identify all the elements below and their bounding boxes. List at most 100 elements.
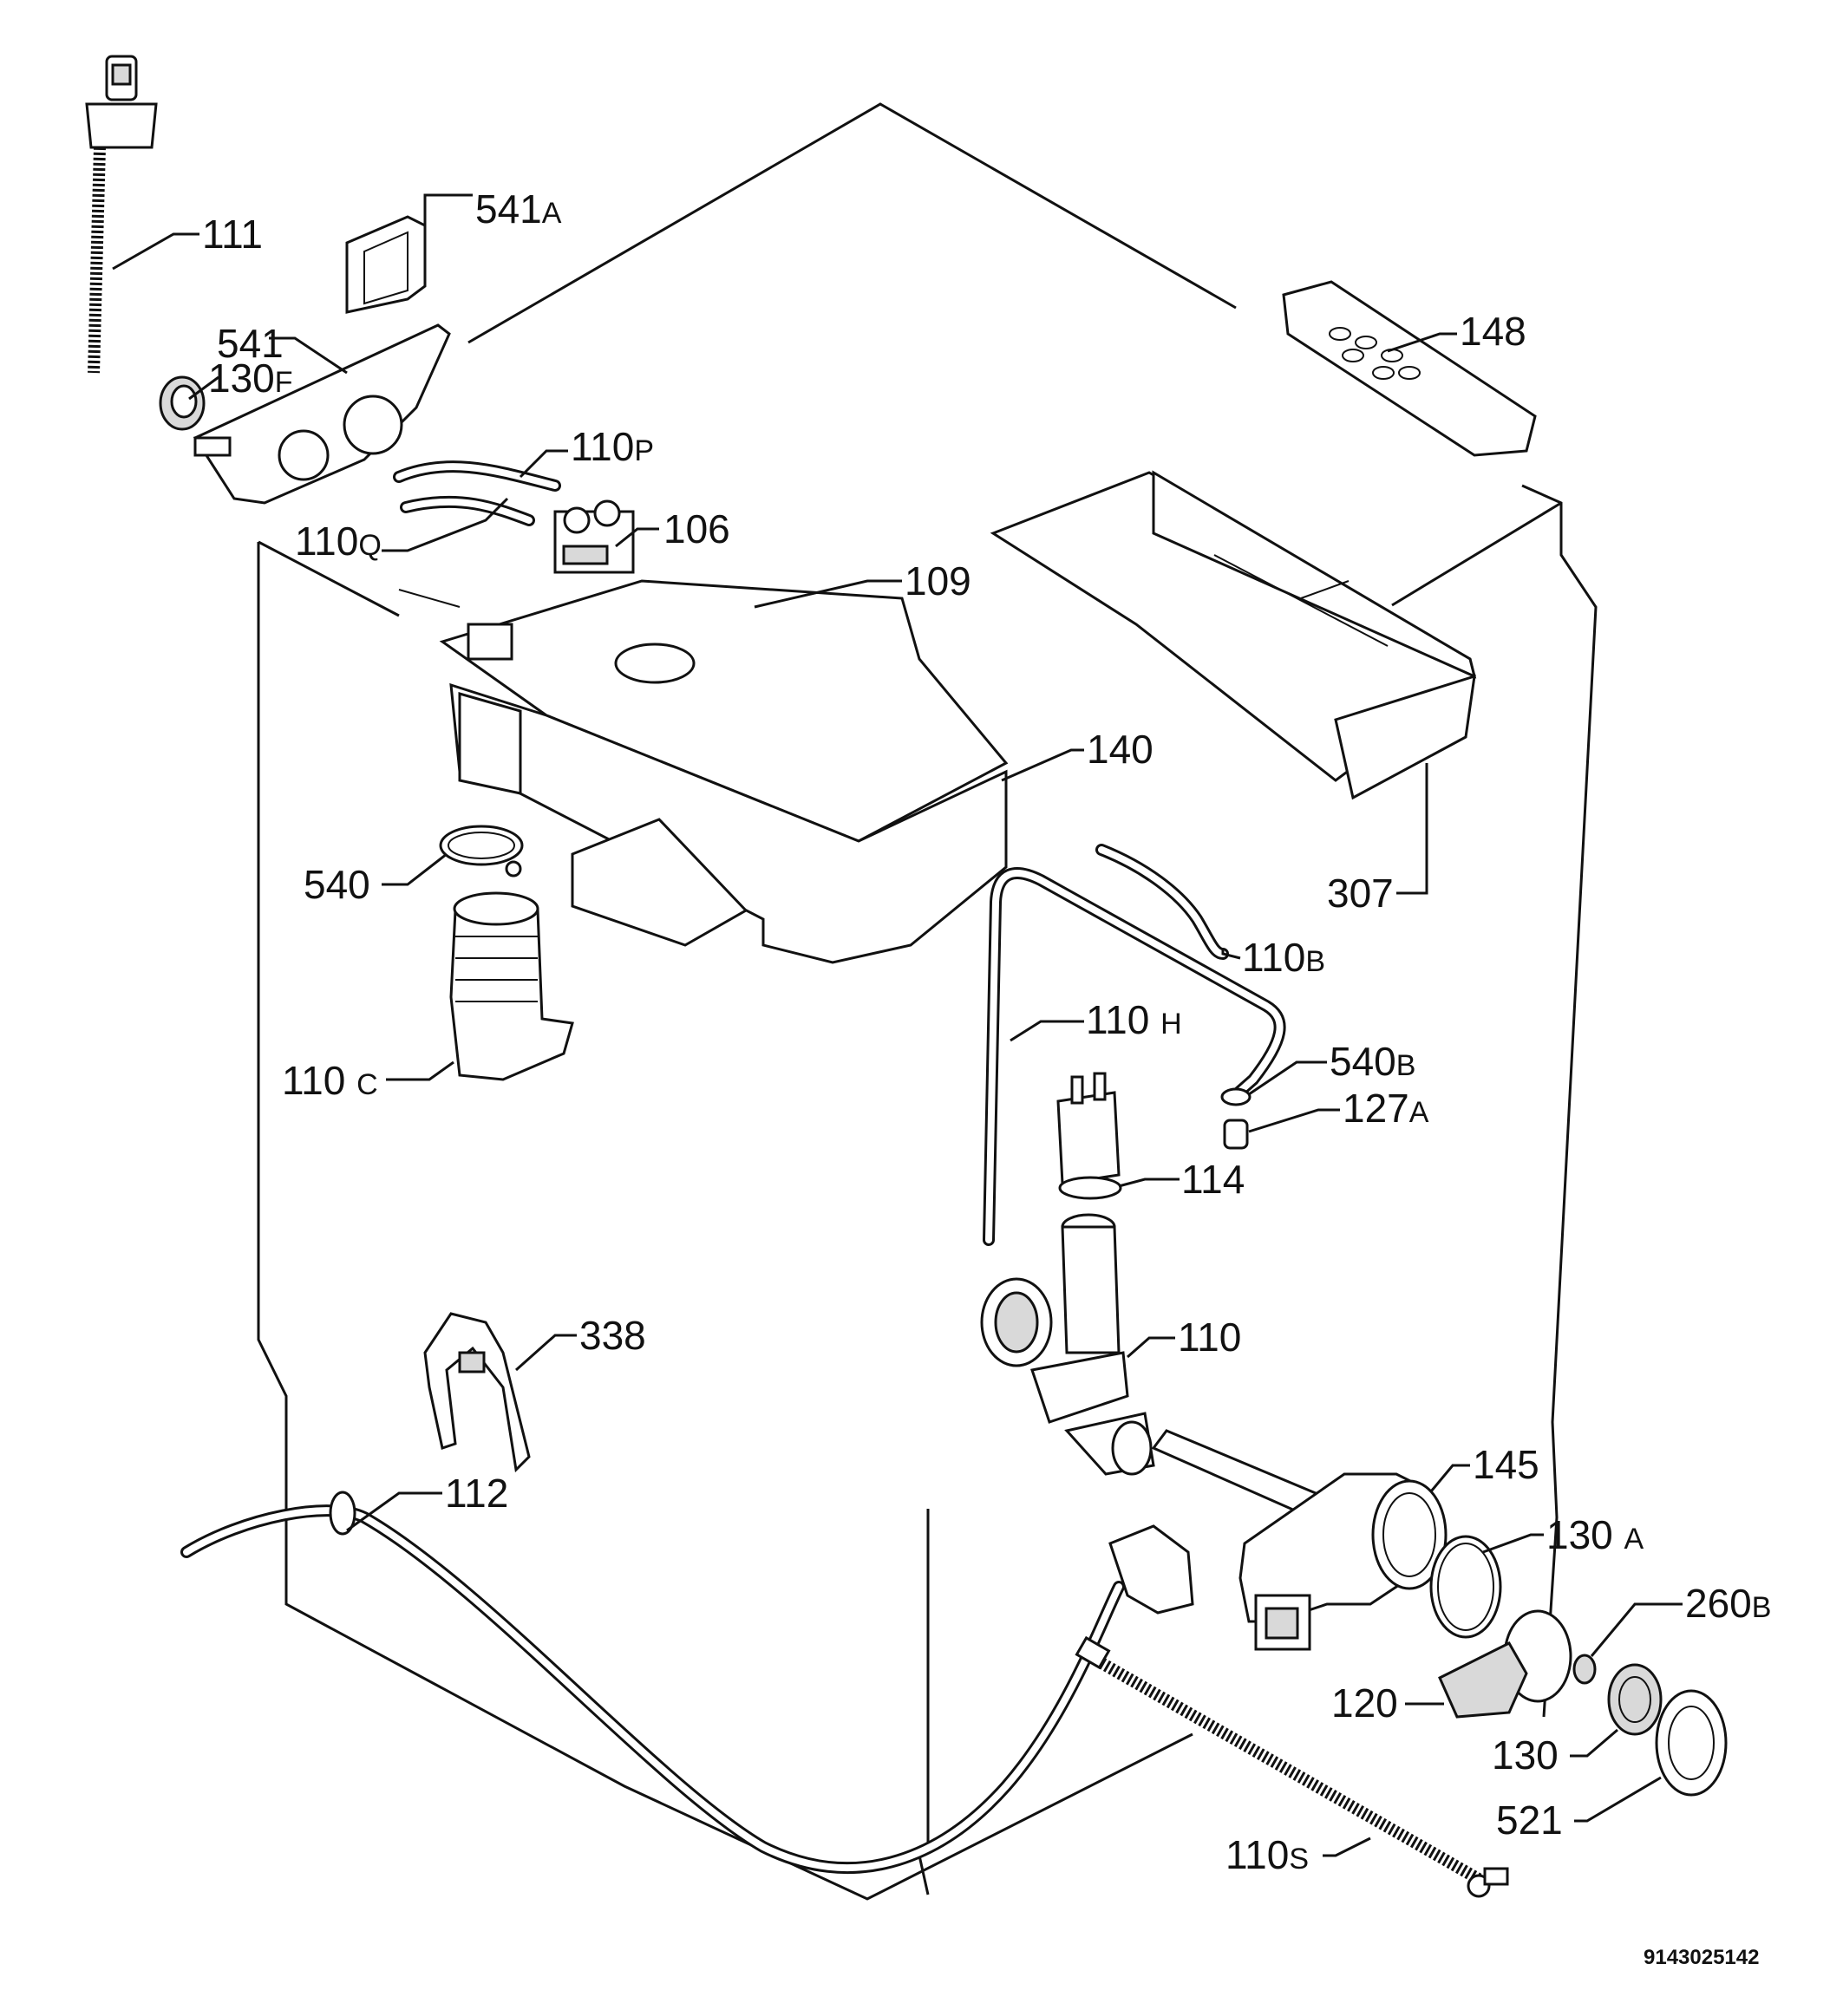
label-521: 521	[1496, 1797, 1563, 1843]
label-148: 148	[1460, 309, 1526, 354]
label-suffix: B	[1305, 945, 1325, 978]
part-120-filter	[1438, 1609, 1572, 1719]
label-number: 148	[1460, 309, 1526, 354]
label-number: 540	[1330, 1039, 1396, 1084]
part-521-filter-cap	[1655, 1689, 1728, 1797]
part-114-pressure-chamber	[1056, 1072, 1122, 1200]
label-number: 112	[445, 1471, 508, 1516]
leader-lines	[112, 193, 1683, 1857]
label-number: 130	[1546, 1512, 1624, 1557]
label-number: 541	[217, 321, 284, 366]
label-130a: 130 A	[1546, 1512, 1644, 1557]
label-suffix: A	[1624, 1523, 1644, 1556]
part-130-knob-seal	[1607, 1663, 1663, 1736]
label-541: 541	[217, 321, 284, 366]
label-541a: 541A	[475, 186, 562, 232]
label-145: 145	[1473, 1442, 1539, 1487]
label-number: 110	[1225, 1832, 1289, 1877]
part-541-control-panel	[193, 323, 451, 505]
part-338-hose-clip	[423, 1312, 531, 1473]
label-number: 130	[208, 356, 275, 401]
label-127a: 127A	[1343, 1086, 1429, 1131]
label-number: 145	[1473, 1442, 1539, 1487]
part-110c-bellows	[449, 891, 574, 1081]
label-suffix: A	[542, 197, 562, 230]
label-suffix: H	[1160, 1008, 1182, 1041]
label-suffix: F	[275, 366, 293, 399]
part-106-valve	[553, 499, 635, 574]
part-110b-connector-hose	[1095, 844, 1229, 960]
part-109-dispenser-cover	[439, 579, 1009, 843]
label-suffix: B	[1752, 1591, 1772, 1624]
part-127a-nozzle	[1223, 1119, 1249, 1150]
part-540b-clamp	[1220, 1087, 1252, 1106]
label-number: 260	[1685, 1581, 1752, 1626]
part-540-clamp	[439, 825, 524, 878]
label-number: 110	[571, 424, 634, 469]
label-120: 120	[1331, 1680, 1398, 1726]
label-110p: 110P	[571, 424, 654, 469]
label-number: 307	[1327, 871, 1394, 916]
label-110s: 110S	[1225, 1832, 1309, 1877]
label-number: 106	[663, 506, 730, 551]
part-541a-clip	[345, 215, 427, 314]
label-number: 130	[1492, 1732, 1559, 1778]
label-number: 110	[1178, 1315, 1241, 1360]
label-number: 127	[1343, 1086, 1409, 1131]
label-114: 114	[1181, 1157, 1245, 1202]
label-suffix: B	[1396, 1049, 1416, 1082]
label-suffix: A	[1409, 1096, 1429, 1129]
label-109: 109	[905, 558, 971, 603]
label-110q: 110Q	[295, 519, 382, 564]
part-110p-hose	[393, 460, 561, 492]
label-number: 109	[905, 558, 971, 603]
part-148-dispenser-cover-top	[1282, 280, 1537, 457]
label-number: 114	[1181, 1157, 1245, 1202]
label-110: 110	[1178, 1315, 1241, 1360]
part-145-drain-pump	[1151, 1429, 1448, 1651]
part-110s-spring-hose	[1075, 1635, 1509, 1898]
label-number: 140	[1087, 727, 1154, 772]
label-number: 521	[1496, 1797, 1563, 1843]
part-130a-seal-ring	[1429, 1535, 1502, 1639]
label-130: 130	[1492, 1732, 1559, 1778]
label-number: 338	[579, 1313, 646, 1358]
label-number: 110	[1086, 997, 1160, 1042]
label-110b: 110B	[1242, 935, 1325, 980]
part-130f-knob	[159, 375, 206, 431]
cabinet-outline	[257, 102, 1598, 1901]
label-111: 111	[202, 212, 263, 257]
label-number: 111	[202, 212, 263, 257]
part-112-drain-hose	[180, 1491, 1194, 1875]
label-number: 110	[282, 1058, 356, 1103]
label-number: 540	[304, 862, 370, 907]
part-260b-spring	[1572, 1654, 1597, 1685]
part-111-inlet-hose	[85, 55, 158, 374]
label-suffix: Q	[358, 529, 381, 562]
label-338: 338	[579, 1313, 646, 1358]
label-number: 110	[295, 519, 358, 564]
label-140: 140	[1087, 727, 1154, 772]
label-suffix: S	[1289, 1843, 1309, 1876]
document-id: 9143025142	[1644, 1946, 1759, 1969]
label-suffix: C	[356, 1068, 378, 1101]
label-110h: 110 H	[1086, 997, 1182, 1042]
label-number: 120	[1331, 1680, 1398, 1726]
label-106: 106	[663, 506, 730, 551]
part-110h-long-hose	[983, 867, 1286, 1246]
label-110c: 110 C	[282, 1058, 378, 1103]
part-110q-hose	[400, 495, 535, 526]
part-140-dispenser-housing	[449, 682, 1008, 964]
label-number: 110	[1242, 935, 1305, 980]
label-suffix: P	[634, 434, 654, 467]
part-307-detergent-drawer	[990, 470, 1477, 800]
part-110-sump-hose	[980, 1213, 1155, 1476]
label-130f: 130F	[208, 356, 293, 401]
label-112: 112	[445, 1471, 508, 1516]
label-540: 540	[304, 862, 370, 907]
label-number: 541	[475, 186, 542, 232]
label-540b: 540B	[1330, 1039, 1415, 1084]
label-260b: 260B	[1685, 1581, 1771, 1626]
